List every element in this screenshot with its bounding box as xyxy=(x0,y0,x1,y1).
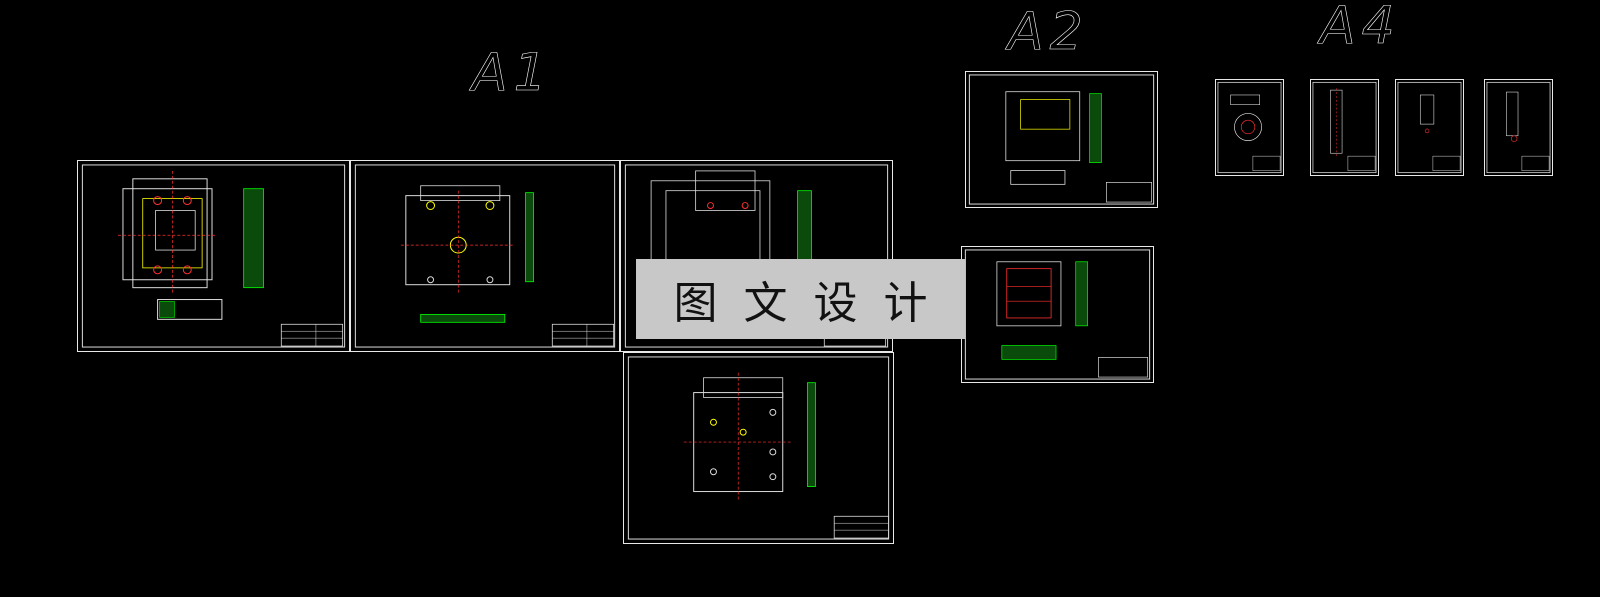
watermark-text: 图文设计 xyxy=(673,278,954,329)
group-label-a1: A1 xyxy=(472,43,553,103)
drawing-content xyxy=(1486,81,1551,174)
drawing-content xyxy=(964,249,1151,380)
a4-sheet-3[interactable] xyxy=(1395,79,1464,176)
drawing-content xyxy=(354,164,616,348)
group-label-a2: A2 xyxy=(1008,2,1089,62)
a4-sheet-4[interactable] xyxy=(1484,79,1553,176)
drawing-content xyxy=(81,164,346,348)
drawing-content xyxy=(968,74,1155,205)
watermark-banner: 图文设计 xyxy=(636,259,965,339)
a4-sheet-2[interactable] xyxy=(1310,79,1379,176)
a1-sheet-1[interactable] xyxy=(77,160,350,352)
a4-sheet-1[interactable] xyxy=(1215,79,1284,176)
drawing-content xyxy=(627,356,890,540)
drawing-content xyxy=(1312,81,1377,174)
drawing-content xyxy=(1217,81,1282,174)
a1-sheet-2[interactable] xyxy=(350,160,620,352)
a1-sheet-4[interactable] xyxy=(623,352,894,544)
a2-sheet-2[interactable] xyxy=(961,246,1154,383)
a2-sheet-1[interactable] xyxy=(965,71,1158,208)
drawing-content xyxy=(1397,81,1462,174)
group-label-a4: A4 xyxy=(1320,0,1401,56)
